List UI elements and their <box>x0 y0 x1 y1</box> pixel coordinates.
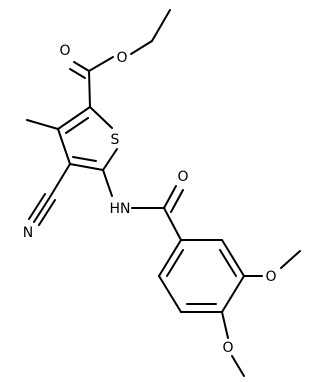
bond-methoxy4-o-ch3 <box>231 355 245 377</box>
bond-aryl-c3-c4 <box>221 275 245 313</box>
bond-ester-o-carbonyl-c <box>88 56 114 72</box>
bond-amide-c-o-double-b <box>170 189 184 213</box>
bond-ring-c5-nh <box>102 169 113 197</box>
atom-label-amide-oxygen: O <box>177 169 188 185</box>
bond-ester-c-o-double-a <box>73 61 90 72</box>
bond-ester-c-ring-c2 <box>88 70 91 108</box>
atom-label-ester-oxygen-bridge: O <box>116 50 127 66</box>
bond-ethyl-ch3-ch2 <box>151 9 171 42</box>
bond-aryl-c2-c3 <box>221 239 245 277</box>
bond-aryl-c5-c6 <box>158 275 182 313</box>
bond-cn-triple-c <box>38 199 56 226</box>
bond-ring-c5-c4-double-b <box>72 156 97 162</box>
bond-ester-c-o-double-b <box>69 68 86 79</box>
atom-label-ester-oxygen-carbonyl: O <box>59 43 70 59</box>
atom-label-nitrile-nitrogen: N <box>23 225 33 241</box>
bond-amide-c-aryl <box>163 207 182 241</box>
bond-aryl-c4-o <box>221 311 229 339</box>
bond-ring-c4-cn-carbon <box>49 163 71 198</box>
bond-cn-triple-b <box>28 193 46 220</box>
bond-ring-s-c5 <box>102 148 118 171</box>
atom-label-methoxy-oxygen-3: O <box>265 269 276 285</box>
bond-ring-c5-c4-double-a <box>69 163 104 171</box>
bond-cn-triple-a <box>33 196 51 223</box>
bond-aryl-c6-c1-inner <box>166 249 184 277</box>
atom-label-methoxy-oxygen-4: O <box>222 340 233 356</box>
bond-methoxy3-o-ch3 <box>280 250 301 269</box>
bond-ring-c4-c3 <box>57 128 71 165</box>
molecule-structure: O O S N HN O O O <box>23 9 301 377</box>
bond-ethyl-ch2-o <box>130 40 153 55</box>
bond-amide-c-o-double-a <box>163 185 177 209</box>
bond-aryl-c2-c3-inner <box>219 249 237 277</box>
bond-ring-c2-s <box>89 106 113 129</box>
bond-aryl-c6-c1 <box>158 239 182 277</box>
atom-label-ring-sulfur: S <box>111 132 120 148</box>
atom-label-amide-nh: HN <box>110 201 131 217</box>
bond-ring-c3-methyl <box>26 119 59 130</box>
bond-ring-c3-c2-double-a <box>57 106 91 130</box>
bond-ring-c3-c2-double-b <box>65 117 89 134</box>
